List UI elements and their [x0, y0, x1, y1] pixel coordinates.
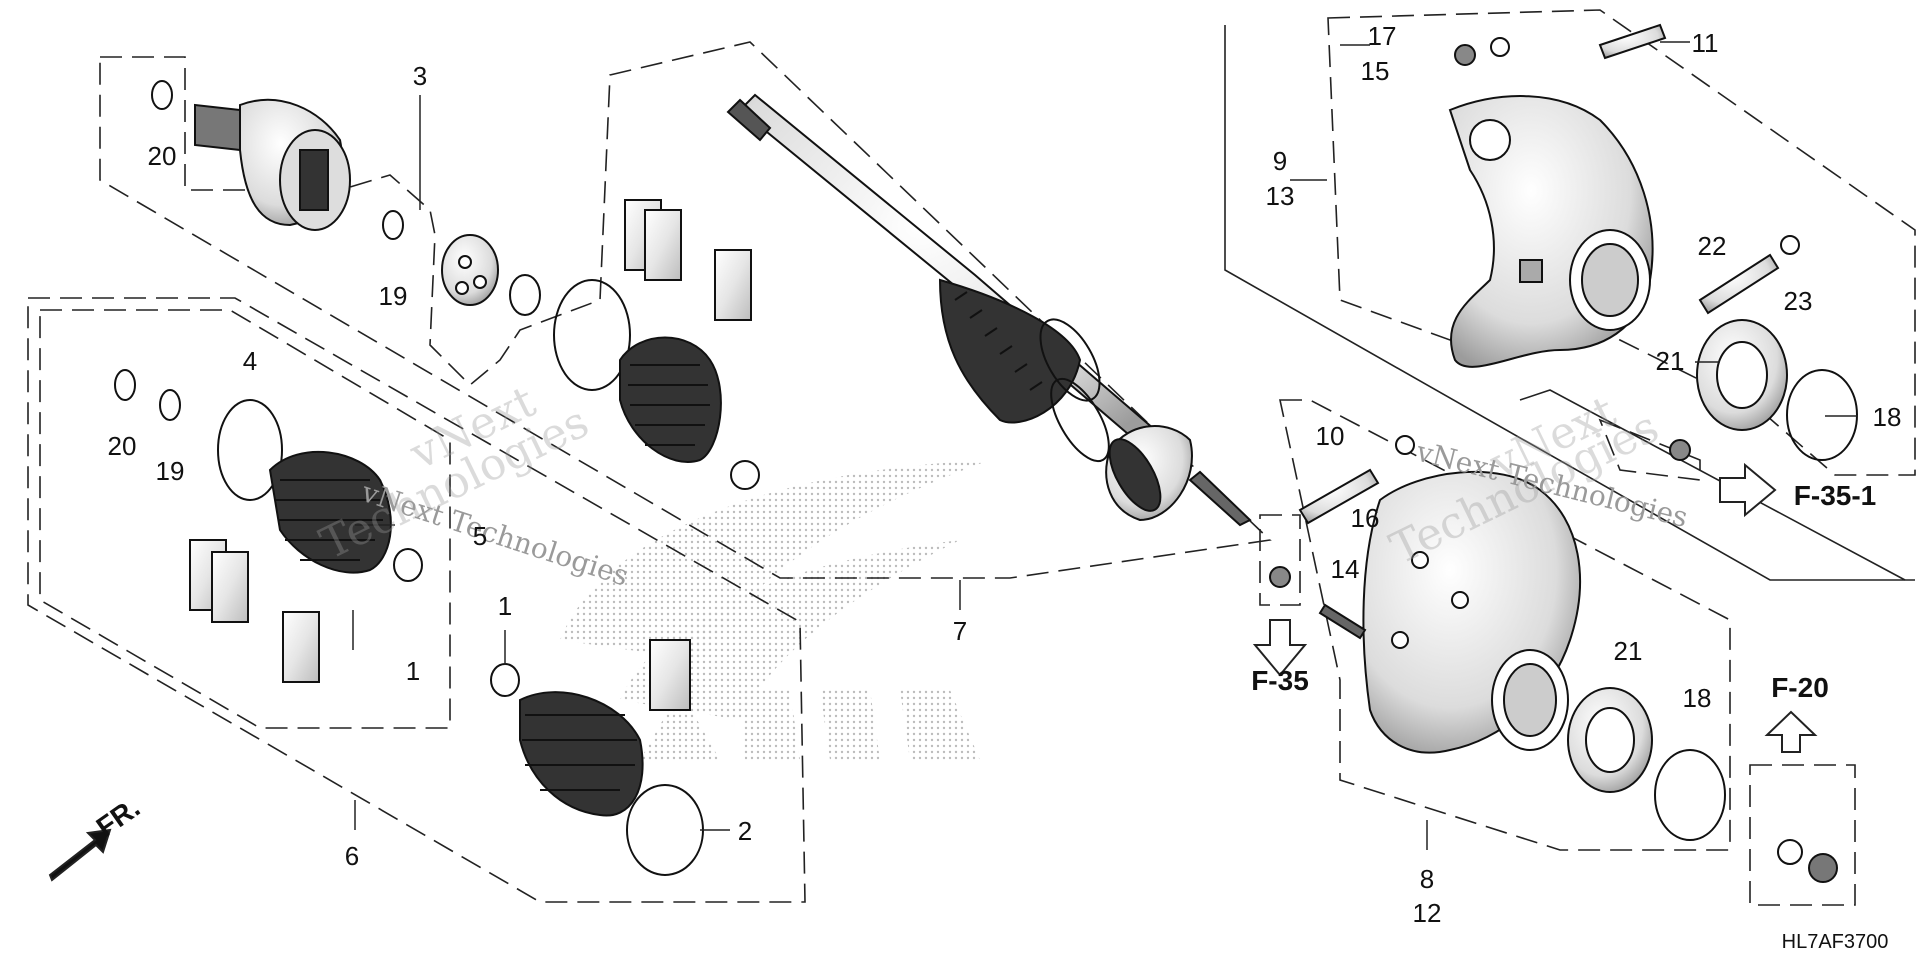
label-part-7: 7: [953, 616, 967, 646]
arrows: [48, 462, 1818, 882]
bearings-part: [1567, 319, 1858, 841]
lower-knuckle-part: [1362, 470, 1581, 754]
label-part-4: 4: [243, 346, 257, 376]
label-part-12: 12: [1413, 898, 1442, 928]
label-part-1b: 1: [498, 591, 512, 621]
diagram-code: HL7AF3700: [1782, 931, 1889, 953]
ref-f20: F-20: [1771, 672, 1829, 703]
label-part-9: 9: [1273, 146, 1287, 176]
label-part-20a: 20: [148, 141, 177, 171]
hardware-part: [1269, 23, 1838, 883]
label-part-19b: 19: [156, 456, 185, 486]
label-part-15: 15: [1361, 56, 1390, 86]
label-part-19a: 19: [379, 281, 408, 311]
label-part-20b: 20: [108, 431, 137, 461]
label-part-5: 5: [473, 521, 487, 551]
ref-f35: F-35: [1251, 665, 1309, 696]
reference-labels: F-35 F-35-1 F-20 FR. HL7AF3700: [91, 480, 1889, 953]
label-part-23: 23: [1784, 286, 1813, 316]
part-labels: 3 20 19 4 20 19 5 1 1 6 2 7 9 13 17 15 1…: [108, 21, 1902, 928]
front-arrow-icon: [48, 828, 112, 882]
label-part-18b: 18: [1683, 683, 1712, 713]
label-part-2: 2: [738, 816, 752, 846]
boot-upper-part: [553, 279, 760, 490]
label-part-18a: 18: [1873, 402, 1902, 432]
label-part-13: 13: [1266, 181, 1295, 211]
leader-lines: [352, 41, 1858, 850]
f35-1-arrow-icon: [1719, 462, 1777, 518]
ref-f35-1: F-35-1: [1794, 480, 1876, 511]
label-part-8: 8: [1420, 864, 1434, 894]
label-part-11: 11: [1692, 28, 1719, 58]
label-part-22: 22: [1698, 231, 1727, 261]
upper-knuckle-part: [1448, 95, 1654, 368]
boot-lower-part: [490, 639, 704, 876]
circlips-upper: [151, 80, 404, 240]
cage-part: [441, 234, 541, 316]
label-part-17: 17: [1368, 21, 1397, 51]
inner-joint-part: [194, 98, 351, 231]
label-part-6: 6: [345, 841, 359, 871]
label-part-14: 14: [1331, 554, 1360, 584]
grease-packs-upper: [624, 199, 752, 321]
watermark-logo: [560, 460, 990, 760]
label-part-1a: 1: [406, 656, 420, 686]
f35-arrow-icon: [1252, 619, 1308, 677]
f20-arrow-icon: [1764, 710, 1818, 753]
label-part-21b: 21: [1614, 636, 1643, 666]
label-part-21a: 21: [1656, 346, 1685, 376]
boot-left-part: [114, 369, 423, 683]
label-part-16: 16: [1351, 503, 1380, 533]
label-part-10: 10: [1316, 421, 1345, 451]
label-part-3: 3: [413, 61, 427, 91]
drive-shaft-part: [726, 93, 1252, 527]
